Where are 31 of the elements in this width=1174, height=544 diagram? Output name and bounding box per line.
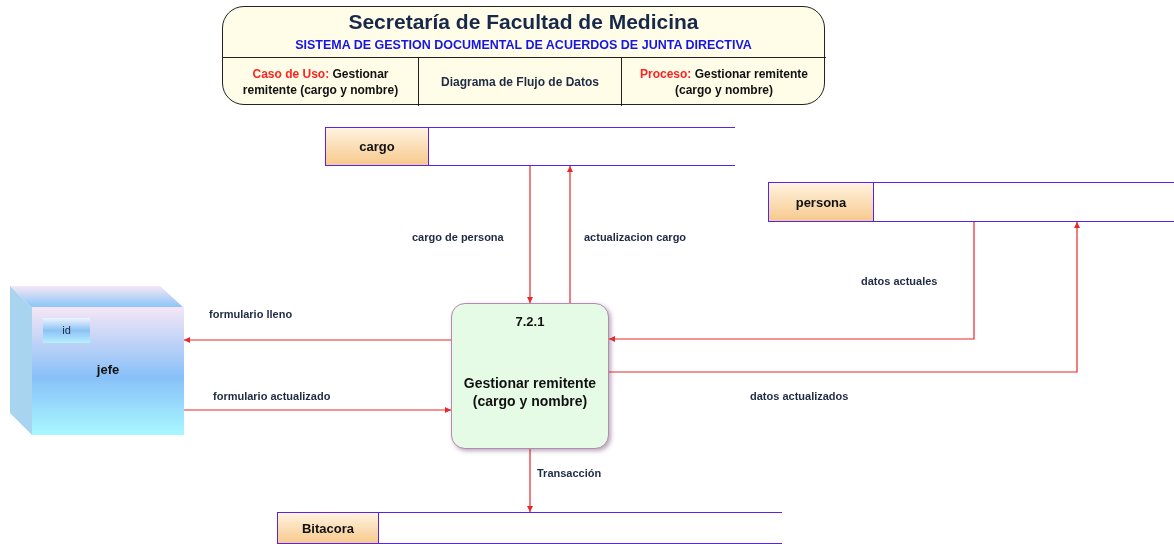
process-name: Gestionar remitente (cargo y nombre) bbox=[462, 374, 598, 411]
diagram-type: Diagrama de Flujo de Datos bbox=[440, 73, 599, 91]
edge-label: datos actuales bbox=[860, 275, 939, 287]
data-flow-arrow bbox=[183, 407, 452, 413]
data-flow-arrow bbox=[183, 337, 452, 343]
title-block bbox=[222, 6, 825, 105]
data-flow-arrow bbox=[608, 221, 975, 342]
data-store bbox=[277, 512, 782, 544]
subtitle: SISTEMA DE GESTION DOCUMENTAL DE ACUERDOS DE JUNTA DIRECTIVA bbox=[294, 38, 753, 52]
title: Secretaría de Facultad de Medicina bbox=[347, 10, 700, 34]
data-flow-arrow bbox=[527, 448, 533, 513]
data-flow-arrow bbox=[527, 165, 533, 304]
edge-label: cargo de persona bbox=[411, 231, 505, 243]
edge-label: actualizacion cargo bbox=[583, 231, 688, 243]
data-store bbox=[768, 182, 1174, 222]
edge-label: formulario lleno bbox=[208, 308, 294, 320]
store-label: persona bbox=[769, 183, 874, 221]
header-field: Proceso: Gestionar remitente (cargo y nombre) bbox=[628, 65, 820, 99]
edge-label: Transacción bbox=[536, 467, 603, 479]
store-label: Bitacora bbox=[278, 513, 379, 543]
data-flow-arrow bbox=[567, 165, 573, 304]
entity-name: jefe bbox=[95, 362, 121, 377]
data-flow-arrow bbox=[608, 221, 1080, 373]
store-label: cargo bbox=[326, 128, 429, 165]
process-box bbox=[451, 303, 609, 449]
header-field: Caso de Uso: Gestionar remitente (cargo y nombre) bbox=[229, 65, 412, 99]
data-store bbox=[325, 127, 735, 166]
attribute-tag: id bbox=[43, 318, 90, 343]
process-number: 7.2.1 bbox=[514, 314, 546, 329]
edge-label: datos actualizados bbox=[749, 390, 850, 402]
edge-label: formulario actualizado bbox=[212, 390, 332, 402]
